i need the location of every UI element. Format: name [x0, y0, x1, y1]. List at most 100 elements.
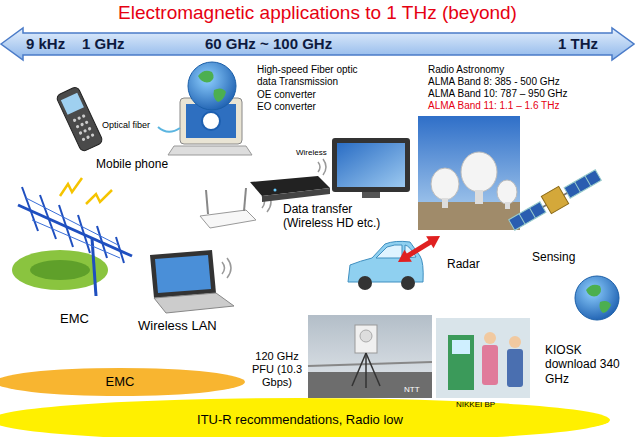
- radar-double-arrow: [398, 236, 440, 262]
- laptop-part: [222, 262, 225, 274]
- kiosk-photo-part: [452, 340, 470, 354]
- mobile-phone-part: [85, 120, 89, 124]
- frequency-label: 1 THz: [558, 33, 598, 55]
- radar-double-arrow-part: [406, 241, 432, 257]
- band-arrow-shape: [1, 28, 634, 60]
- picture-label: Radar: [447, 257, 480, 271]
- earth-part: [575, 276, 619, 320]
- radio-telescope-photo-part: [431, 168, 459, 200]
- car-part: [376, 245, 402, 258]
- picture-label: KIOSK download 340 GHz: [545, 343, 629, 386]
- radio-telescope-photo: [418, 116, 520, 230]
- ellipse-band: EMC: [0, 368, 245, 396]
- computer-globe-part: [188, 62, 236, 110]
- set-top-box-tv-part: [337, 143, 405, 187]
- laptop-part: [154, 293, 234, 313]
- pfu-photo-part: [365, 353, 367, 388]
- set-top-box-tv-part: [274, 189, 277, 192]
- emc-antenna-part: [97, 226, 107, 258]
- emc-antenna-part: [30, 260, 90, 280]
- car-part: [348, 241, 423, 282]
- set-top-box-tv-part: [332, 138, 410, 192]
- pfu-photo-part: [308, 315, 432, 398]
- kiosk-photo-part: [484, 332, 496, 344]
- emc-antenna-part: [32, 220, 120, 258]
- kiosk-photo-part: [482, 345, 498, 385]
- picture-label: EO converter: [257, 101, 316, 113]
- emc-antenna-part: [78, 215, 90, 253]
- pfu-photo-part: [355, 325, 377, 353]
- computer-globe-part: [158, 127, 180, 132]
- picture-label: Wireless: [296, 148, 327, 158]
- computer-globe-part: [202, 112, 220, 130]
- mobile-phone-part: [56, 86, 104, 152]
- mobile-phone-part: [81, 137, 85, 141]
- satellite-part: [585, 176, 591, 186]
- set-top-box-tv-part: [262, 188, 330, 202]
- frequency-label: 60 GHz ~ 100 GHz: [205, 33, 332, 55]
- radio-telescope-photo-part: [418, 116, 520, 230]
- mobile-phone-part: [82, 114, 86, 118]
- picture-label: Radio Astronomy: [428, 64, 504, 76]
- set-top-box-tv-part: [318, 162, 320, 172]
- computer-globe-part: [214, 88, 227, 102]
- pfu-photo-part: [360, 330, 372, 342]
- frequency-label: 1 GHz: [82, 33, 125, 55]
- ellipse-shape: [0, 368, 245, 396]
- mobile-phone-part: [75, 125, 79, 129]
- kiosk-photo-part: [448, 335, 474, 390]
- emc-antenna-part: [60, 178, 82, 196]
- pfu-photo-part: [308, 372, 432, 398]
- mobile-phone-part: [87, 127, 91, 131]
- satellite: [507, 166, 604, 233]
- radar-double-arrow-part: [398, 250, 412, 262]
- satellite-part: [509, 202, 546, 230]
- picture-label: NIKKEI BP: [456, 400, 495, 410]
- earth: [575, 276, 619, 320]
- pfu-photo-part: [352, 353, 366, 386]
- picture-label: High-speed Fiber optic data Transmission: [257, 64, 377, 88]
- ellipse-band: ITU-R recommendations, Radio low: [0, 398, 610, 437]
- car-part: [401, 276, 415, 290]
- picture-label: ALMA Band 11: 1.1 – 1.6 THz: [428, 100, 559, 112]
- satellite-part: [541, 186, 568, 213]
- pfu-photo-part: [366, 353, 380, 386]
- pfu-photo: [308, 315, 432, 398]
- mobile-phone: [56, 86, 104, 152]
- computer-globe: [158, 62, 252, 155]
- mobile-phone-part: [77, 116, 81, 120]
- picture-label: ALMA Band 8: 385 - 500 GHz: [428, 76, 560, 88]
- band-label: ITU-R recommendations, Radio low: [197, 412, 403, 428]
- set-top-box-tv-part: [323, 159, 326, 175]
- emc-antenna-part: [26, 198, 120, 246]
- satellite-part: [564, 170, 601, 198]
- picture-label: EMC: [60, 311, 89, 327]
- radio-telescope-photo-part: [505, 202, 510, 209]
- frequency-band-arrow: 9 kHz1 GHz60 GHz ~ 100 GHz1 THz: [0, 27, 635, 61]
- mobile-phone-part: [80, 122, 84, 126]
- kiosk-photo: [436, 318, 530, 398]
- satellite-part: [519, 214, 525, 224]
- picture-label: Sensing: [532, 250, 575, 264]
- emc-antenna-part: [86, 190, 112, 204]
- wireless-router-part: [206, 190, 208, 214]
- radio-telescope-photo-part: [418, 202, 520, 230]
- mobile-phone-part: [72, 118, 76, 122]
- radio-telescope-photo-part: [461, 152, 497, 192]
- computer-globe-part: [168, 146, 252, 155]
- car-part: [358, 276, 372, 290]
- earth-part: [599, 301, 611, 313]
- laptop-part: [227, 258, 231, 278]
- emc-antenna-part: [59, 205, 73, 247]
- satellite-part: [529, 208, 535, 218]
- radio-telescope-photo-part: [497, 180, 517, 204]
- kiosk-photo-part: [436, 318, 530, 398]
- radio-telescope-photo-part: [442, 198, 448, 208]
- picture-label: NTT: [404, 385, 420, 395]
- satellite-part: [575, 182, 581, 192]
- earth-part: [586, 285, 601, 297]
- page-title: Electromagnetic applications to 1 THz (b…: [0, 2, 635, 25]
- emc-antenna-part: [18, 205, 132, 256]
- picture-label: ALMA Band 10: 787 – 950 GHz: [428, 88, 568, 100]
